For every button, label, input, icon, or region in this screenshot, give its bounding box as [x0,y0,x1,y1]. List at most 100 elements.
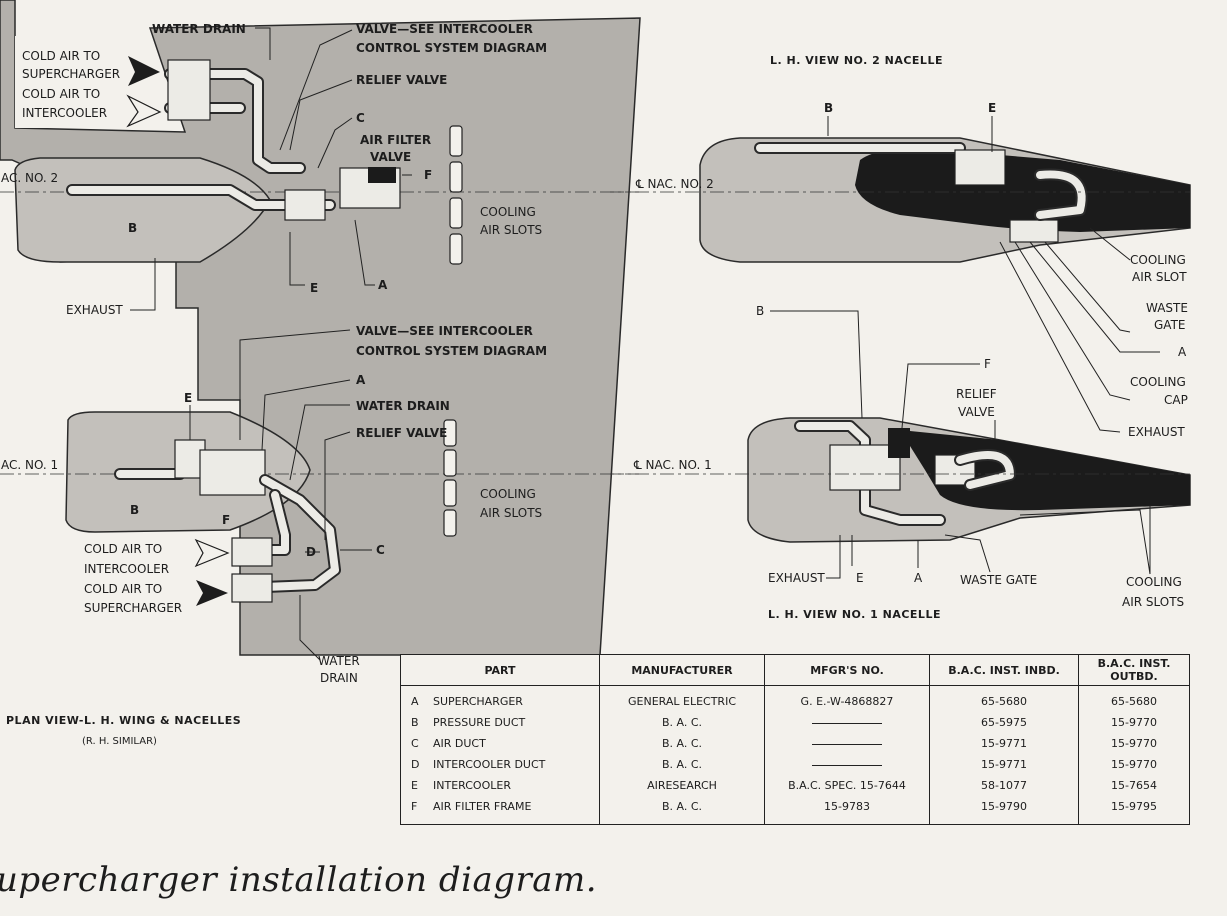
blank-line [812,743,882,745]
label-gate-1: GATE [1154,318,1186,332]
label-waste-1: WASTE [1146,301,1188,315]
cell-part-name: INTERCOOLER [433,779,511,792]
label-valve-see-upper-1: VALVE—SEE INTERCOOLER [356,22,533,36]
label-exhaust-plan: EXHAUST [66,303,123,317]
cell-part: E INTERCOOLER [400,775,600,796]
label-letter-f-lower: F [222,513,230,527]
label-air-filter-1: AIR FILTER [360,133,431,147]
label-cooling-air-slot-1: COOLING [1130,253,1186,267]
label-relief-valve-upper: RELIEF VALVE [356,73,447,87]
label-letter-b-lower: B [130,503,139,517]
cell-mfgr-no [764,733,930,754]
parts-table: PART MANUFACTURER MFGR'S NO. B.A.C. INST… [400,654,1190,825]
subtitle-plan-view: (R. H. SIMILAR) [82,736,157,747]
cell-part-name: AIR FILTER FRAME [433,800,532,813]
column-header: MFGR'S NO. [764,654,930,686]
label-letter-f-v1: F [984,357,991,371]
air-filter-f-v1 [888,428,910,458]
column-header: MANUFACTURER [599,654,765,686]
label-cold-air-inter-b2: INTERCOOLER [84,562,169,576]
title-plan-view: PLAN VIEW-L. H. WING & NACELLES [6,714,241,727]
label-cold-air-inter-1: COLD AIR TO [22,87,100,101]
label-letter-e-upper: E [310,281,318,295]
cell-outbd: 65-5680 [1078,685,1190,712]
plan-view [0,0,641,661]
label-cooling-lower-1: COOLING [480,487,536,501]
column-header: PART [400,654,600,686]
label-letter-e-v1: E [856,571,864,585]
view-nacelle-1: ℄ NAC. NO. 1 B F RELIEF VALVE EXHAUST E … [610,304,1191,621]
cell-outbd: 15-9770 [1078,733,1190,754]
arrow-cold-air-supercharger [128,56,160,86]
cell-part: F AIR FILTER FRAME [400,796,600,825]
figure-caption: upercharger installation diagram. [0,860,598,900]
cell-manufacturer: B. A. C. [599,733,765,754]
label-nac2-plan: NAC. NO. 2 [0,171,58,185]
label-letter-e-v2: E [988,101,996,115]
label-cold-air-inter-b1: COLD AIR TO [84,542,162,556]
arrow-cold-air-intercooler [126,94,162,128]
label-cl-nac2: ℄ NAC. NO. 2 [635,177,714,191]
label-cold-air-super-2: SUPERCHARGER [22,67,120,81]
cell-part-name: SUPERCHARGER [433,695,523,708]
intercooler-e-upper [284,189,326,221]
cell-manufacturer: B. A. C. [599,796,765,825]
label-letter-f-upper: F [424,168,432,182]
label-water-drain-mid: WATER DRAIN [356,399,450,413]
cell-part-name: PRESSURE DUCT [433,716,526,729]
cell-mfgr-no: 15-9783 [764,796,930,825]
cell-manufacturer: B. A. C. [599,754,765,775]
cold-air-label-background [15,36,150,128]
label-letter-b-upper: B [128,221,137,235]
label-letter-b-v1: B [756,304,764,318]
cell-part-name: AIR DUCT [433,737,486,750]
blank-line [812,764,882,766]
label-relief-valve-lower: RELIEF VALVE [356,426,447,440]
column-header: B.A.C. INST. INBD. [929,654,1079,686]
cell-part-letter: A [411,695,419,708]
column-header: B.A.C. INST. OUTBD. [1078,654,1190,686]
supercharger-a-lower [199,449,266,496]
label-air-filter-2: VALVE [370,150,411,164]
blank-line [812,722,882,724]
label-water-drain-bot-1: WATER [318,654,360,668]
label-letter-a-lower: A [356,373,366,387]
cell-manufacturer: AIRESEARCH [599,775,765,796]
label-cooling-air-slots-v1-2: AIR SLOTS [1122,595,1184,609]
cell-inbd: 15-9790 [929,796,1079,825]
cell-part-letter: F [411,800,418,813]
cooling-slot [449,197,463,229]
label-exhaust-v2: EXHAUST [1128,425,1185,439]
label-cooling-cap-1: COOLING [1130,375,1186,389]
cooling-slot [443,449,457,477]
cooling-slot [449,233,463,265]
label-letter-b-v2: B [824,101,833,115]
plan-view-labels: WATER DRAIN VALVE—SEE INTERCOOLER CONTRO… [0,22,547,747]
cooling-slot [449,125,463,157]
arrow-cold-air-intercooler-lower [194,538,230,568]
label-valve-see-upper-2: CONTROL SYSTEM DIAGRAM [356,41,547,55]
label-cold-air-super-1: COLD AIR TO [22,49,100,63]
label-letter-c-lower: C [376,543,385,557]
cell-mfgr-no: G. E.-W-4868827 [764,685,930,712]
cell-inbd: 15-9771 [929,754,1079,775]
cell-part-letter: E [411,779,418,792]
cell-outbd: 15-9770 [1078,754,1190,775]
cell-outbd: 15-9770 [1078,712,1190,733]
label-cold-air-inter-2: INTERCOOLER [22,106,107,120]
cell-mfgr-no [764,712,930,733]
intake-box-lower-2 [231,573,273,603]
cell-outbd: 15-7654 [1078,775,1190,796]
label-letter-c-upper: C [356,111,365,125]
label-cold-air-super-b1: COLD AIR TO [84,582,162,596]
cell-inbd: 65-5975 [929,712,1079,733]
cooling-slot [443,509,457,537]
label-cold-air-super-b2: SUPERCHARGER [84,601,182,615]
cell-inbd: 15-9771 [929,733,1079,754]
